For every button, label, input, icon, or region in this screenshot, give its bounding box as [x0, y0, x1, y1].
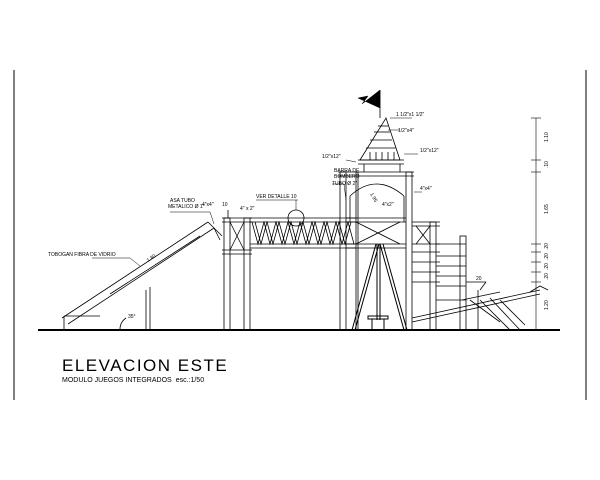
- label-ver-detalle: VER DETALLE 10: [256, 194, 297, 200]
- label-p3: 1/2"x12": [322, 154, 341, 160]
- flag: [357, 89, 381, 109]
- dim-6: .20: [544, 263, 550, 270]
- drawing-title: ELEVACION ESTE: [62, 356, 229, 375]
- left-tower: [222, 210, 252, 331]
- label-angle: 35°: [128, 314, 136, 320]
- scale-text: esc.:1/50: [175, 377, 205, 384]
- label-p8: 10: [222, 202, 228, 208]
- slide: [61, 221, 223, 331]
- label-p7: 4" x 2": [240, 206, 255, 212]
- dim-4: .20: [544, 243, 550, 250]
- label-barra-3: TUBO Ø 2": [332, 181, 357, 187]
- dim-1: 1.10: [544, 132, 550, 142]
- sheet-frame: [13, 70, 587, 400]
- label-tobogan: TOBOGAN FIBRA DE VIDRIO: [48, 252, 116, 258]
- dim-2: .10: [544, 161, 550, 168]
- a-frame-swing: [351, 243, 408, 331]
- label-p9: 4"x4": [202, 202, 214, 208]
- label-rope: 1.95: [368, 192, 378, 204]
- ramp: [411, 281, 549, 331]
- label-barra-2: BOMBERO: [334, 174, 360, 180]
- dim-3: 1.65: [544, 204, 550, 214]
- right-structure: [412, 221, 467, 331]
- label-p1: 1 1/2"x1 1/2": [396, 112, 425, 118]
- bridge-truss: [250, 209, 356, 249]
- leaders: [92, 117, 422, 267]
- central-tower: [338, 171, 414, 331]
- label-slide-len: 1.80: [146, 253, 158, 264]
- dim-7: .20: [544, 273, 550, 280]
- label-p5: 4"x4": [420, 186, 432, 192]
- label-p2: 1/2"x4": [398, 128, 414, 134]
- dimension-line: [531, 117, 541, 330]
- subtitle-text: MODULO JUEGOS INTEGRADOS: [62, 377, 172, 384]
- label-asa-2: METALICO Ø 1": [168, 204, 205, 210]
- dim-5: .20: [544, 253, 550, 260]
- dim-8: 1.20: [544, 300, 550, 310]
- label-p4: 1/2"x12": [420, 148, 439, 154]
- label-p6: 4"x2": [382, 202, 394, 208]
- label-ramp: 20: [476, 276, 482, 282]
- label-barra-1: BARRA DE: [334, 168, 360, 174]
- label-asa-1: ASA TUBO: [170, 198, 195, 204]
